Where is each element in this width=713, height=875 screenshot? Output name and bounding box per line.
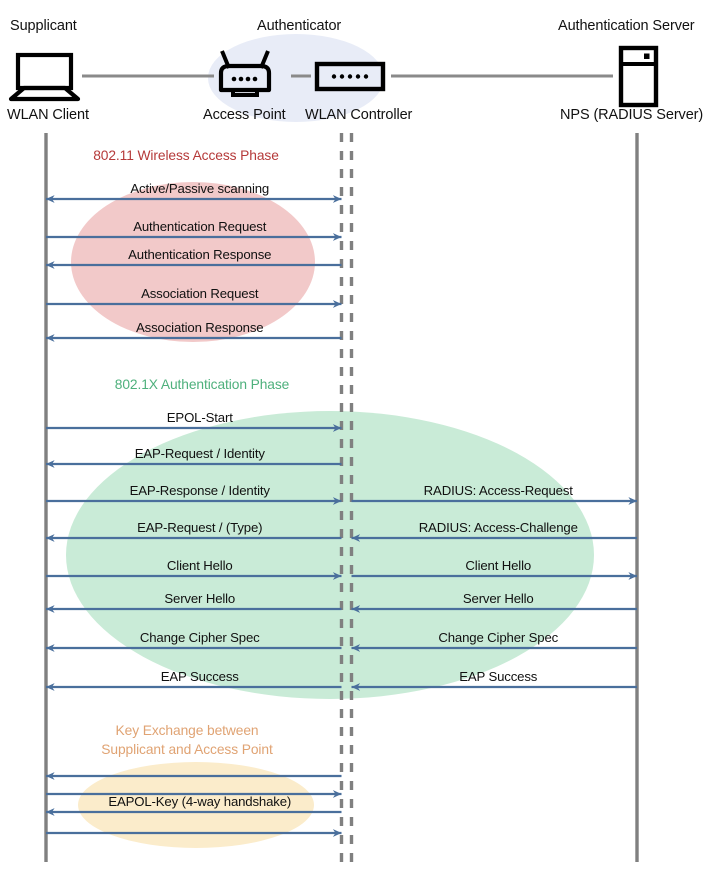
message-label-radius-access-challenge: RADIUS: Access-Challenge — [418, 520, 578, 535]
phase-ellipse-group — [66, 34, 594, 848]
message-label-radius-access-request: RADIUS: Access-Request — [423, 483, 573, 498]
message-label-change-cipher-spec-right: Change Cipher Spec — [438, 630, 559, 645]
message-label-association-request: Association Request — [141, 286, 259, 301]
message-label-eapol-key-4way-handshake: EAPOL-Key (4-way handshake) — [108, 794, 292, 809]
message-label-eapol-start: EPOL-Start — [166, 410, 233, 425]
role-label-authentication-server: Authentication Server — [558, 18, 695, 34]
wlan-controller-icon — [314, 61, 386, 92]
message-label-authentication-response: Authentication Response — [128, 247, 272, 262]
message-label-active-passive-scanning: Active/Passive scanning — [130, 181, 270, 196]
message-label-change-cipher-spec-left: Change Cipher Spec — [139, 630, 260, 645]
laptop-icon — [8, 52, 81, 102]
message-label-eap-success-left: EAP Success — [160, 669, 239, 684]
dot1x-authentication-phase-ellipse — [66, 411, 594, 699]
message-label-server-hello-left: Server Hello — [164, 591, 236, 606]
message-label-client-hello-left: Client Hello — [166, 558, 233, 573]
access-point-icon — [218, 50, 272, 97]
message-label-association-response: Association Response — [136, 320, 264, 335]
message-arrow-layer — [45, 195, 637, 837]
message-label-eap-request-type: EAP-Request / (Type) — [137, 520, 263, 535]
node-label-wlan-controller: WLAN Controller — [305, 107, 413, 123]
lifelines — [44, 133, 639, 862]
server-icon — [618, 45, 659, 108]
message-label-client-hello-right: Client Hello — [465, 558, 532, 573]
phase-label-key-exchange-line1: Key Exchange between — [115, 723, 259, 738]
message-label-eap-success-right: EAP Success — [459, 669, 538, 684]
authenticator-ellipse — [208, 34, 384, 122]
role-label-authenticator: Authenticator — [257, 18, 342, 34]
node-label-access-point: Access Point — [203, 107, 286, 123]
message-label-eap-response-identity: EAP-Response / Identity — [129, 483, 270, 498]
phase-label-key-exchange-line2: Supplicant and Access Point — [101, 742, 273, 757]
message-label-server-hello-right: Server Hello — [462, 591, 534, 606]
node-label-nps-radius-server: NPS (RADIUS Server) — [560, 107, 704, 123]
phase-label-dot1x-authentication: 802.1X Authentication Phase — [114, 377, 290, 392]
message-label-eap-request-identity: EAP-Request / Identity — [134, 446, 265, 461]
message-label-authentication-request: Authentication Request — [133, 219, 267, 234]
phase-label-wireless-access: 802.11 Wireless Access Phase — [93, 148, 279, 163]
node-label-wlan-client: WLAN Client — [7, 107, 89, 123]
role-label-supplicant: Supplicant — [10, 18, 77, 34]
key-exchange-phase-ellipse — [78, 762, 314, 848]
wireless-access-phase-ellipse — [71, 182, 315, 342]
